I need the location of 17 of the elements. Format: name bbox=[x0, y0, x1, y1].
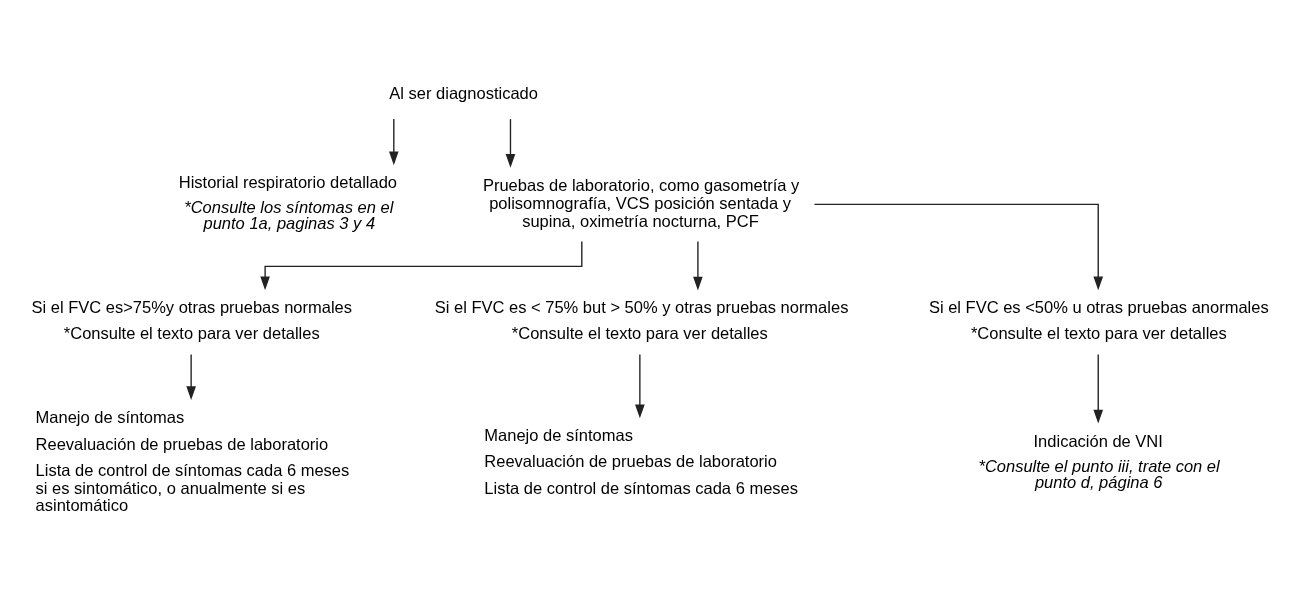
arrow bbox=[1093, 353, 1104, 424]
node-text: Al ser diagnosticado bbox=[389, 83, 538, 102]
arrow bbox=[186, 353, 196, 400]
node-text: Si el FVC es <50% u otras pruebas anormales *Consulte el texto para ver detalles bbox=[928, 297, 1269, 342]
node-text: Manejo de síntomas Reevaluación de pruebas de laboratorio Lista de control de síntomas cada 6 meses si es sintomático, o anualmente si es asintomático bbox=[35, 407, 350, 514]
node-text: Pruebas de laboratorio, como gasometría y polisomnografía, VCS posición sentada y supina, oximetría nocturna, PCF bbox=[482, 175, 800, 230]
arrow bbox=[813, 203, 1104, 290]
node-text: Si el FVC es < 75% but > 50% y otras pruebas normales *Consulte el texto para ver detalles bbox=[434, 297, 849, 342]
arrow bbox=[693, 240, 703, 290]
arrow bbox=[505, 117, 516, 168]
node-text: Si el FVC es>75%y otras pruebas normales *Consulte el texto para ver detalles bbox=[31, 297, 352, 342]
arrow bbox=[635, 353, 645, 418]
node-text: Manejo de síntomas Reevaluación de pruebas de laboratorio Lista de control de síntomas cada 6 meses bbox=[484, 425, 798, 497]
node-text: Historial respiratorio detallado *Consulte los síntomas en el punto 1a, paginas 3 y 4 bbox=[178, 172, 398, 232]
node-text: Indicación de VNI *Consulte el punto iii, trate con el punto d, página 6 bbox=[978, 431, 1220, 491]
arrow bbox=[389, 117, 399, 165]
arrow bbox=[260, 240, 583, 290]
